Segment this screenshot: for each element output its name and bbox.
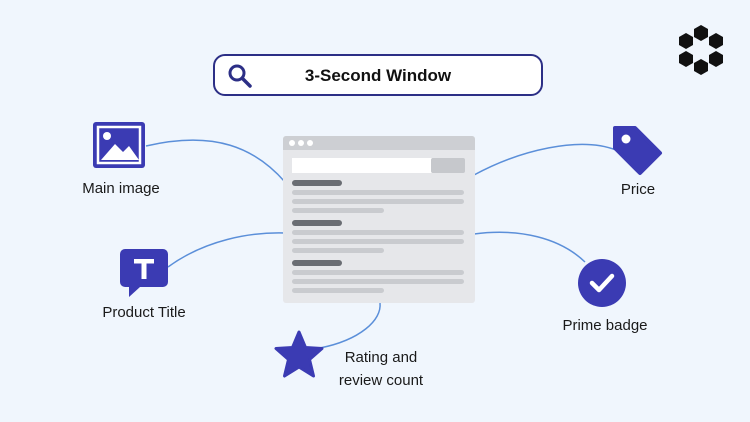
window-dot [298, 140, 304, 146]
placeholder-line [292, 279, 464, 284]
window-dot [289, 140, 295, 146]
window-dot [307, 140, 313, 146]
placeholder-line [292, 248, 384, 253]
image-icon [93, 122, 145, 168]
placeholder-line [292, 270, 464, 275]
connector-product-title [167, 232, 286, 268]
star-icon [274, 330, 324, 378]
browser-url-field [292, 158, 432, 173]
connector-rating [319, 302, 381, 349]
placeholder-heading [292, 260, 342, 266]
search-bar[interactable]: 3-Second Window [213, 54, 543, 96]
text-bubble-icon [120, 249, 168, 297]
connector-main-image [145, 139, 286, 183]
browser-window-icon [283, 136, 475, 303]
placeholder-line [292, 288, 384, 293]
connector-prime [473, 231, 586, 263]
node-label-rating: Rating and review count [322, 346, 440, 392]
browser-title-bar [283, 136, 475, 150]
node-label-prime-badge: Prime badge [562, 317, 648, 334]
placeholder-line [292, 208, 384, 213]
browser-url-button [431, 158, 465, 173]
placeholder-line [292, 190, 464, 195]
check-badge-icon [578, 259, 626, 307]
placeholder-line [292, 199, 464, 204]
placeholder-heading [292, 220, 342, 226]
placeholder-line [292, 230, 464, 235]
node-label-product-title: Product Title [102, 304, 186, 321]
connector-price [473, 143, 617, 176]
search-icon [228, 64, 252, 88]
node-label-main-image: Main image [82, 180, 160, 197]
search-bar-text: 3-Second Window [304, 66, 452, 85]
price-tag-icon [613, 126, 662, 175]
rating-label-line-2: review count [338, 372, 424, 389]
placeholder-heading [292, 180, 342, 186]
rating-label-line-1: Rating and [344, 349, 418, 366]
hexagon-gear-logo-icon [679, 25, 723, 75]
placeholder-line [292, 239, 464, 244]
node-label-price: Price [620, 181, 656, 198]
